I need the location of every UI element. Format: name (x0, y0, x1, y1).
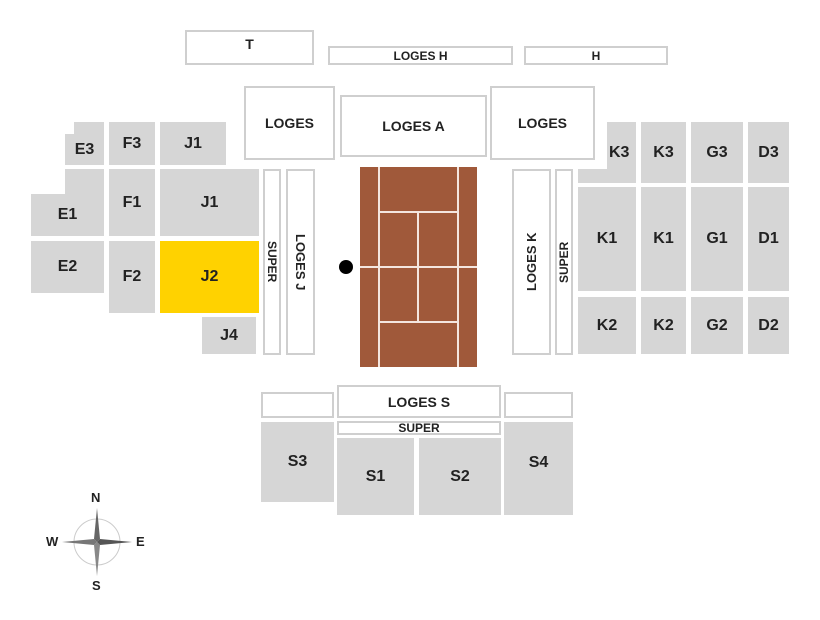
section-f3[interactable]: F3 (109, 122, 155, 165)
section-s3[interactable]: S3 (261, 422, 334, 502)
section-t[interactable]: T (185, 30, 314, 65)
compass-s: S (92, 578, 101, 593)
section-d2[interactable]: D2 (748, 297, 789, 354)
section-f2[interactable]: F2 (109, 241, 155, 313)
section-j1[interactable]: J1 (160, 169, 259, 236)
section-k3a[interactable]: K3 (607, 122, 636, 183)
section-j2-selected[interactable]: J2 (160, 241, 259, 313)
section-loges-k[interactable]: LOGES K (512, 169, 551, 355)
section-loges-right[interactable]: LOGES (490, 86, 595, 160)
section-d1[interactable]: D1 (748, 187, 789, 291)
section-f1[interactable]: F1 (109, 169, 155, 236)
section-d3[interactable]: D3 (748, 122, 789, 183)
section-south-west-blank[interactable] (261, 392, 334, 418)
section-e3-notch[interactable] (74, 122, 104, 134)
section-super-west[interactable]: SUPER (263, 169, 281, 355)
compass-e: E (136, 534, 145, 549)
section-g3[interactable]: G3 (691, 122, 743, 183)
section-south-east-blank[interactable] (504, 392, 573, 418)
section-loges-s[interactable]: LOGES S (337, 385, 501, 418)
section-e3[interactable]: E3 (65, 134, 104, 165)
umpire-chair-dot (339, 260, 353, 274)
section-loges-j[interactable]: LOGES J (286, 169, 315, 355)
section-k3b[interactable]: K3 (641, 122, 686, 183)
compass-star-icon (62, 508, 132, 576)
section-super-south[interactable]: SUPER (337, 421, 501, 435)
section-k1b[interactable]: K1 (641, 187, 686, 291)
section-j4[interactable]: J4 (202, 317, 256, 354)
section-super-east[interactable]: SUPER (555, 169, 573, 355)
section-j1-top[interactable]: J1 (160, 122, 226, 165)
section-g1[interactable]: G1 (691, 187, 743, 291)
section-k1a[interactable]: K1 (578, 187, 636, 291)
compass-n: N (91, 490, 101, 505)
section-h[interactable]: H (524, 46, 668, 65)
section-loges-a[interactable]: LOGES A (340, 95, 487, 157)
compass-w: W (46, 534, 59, 549)
section-e2[interactable]: E2 (31, 241, 104, 293)
compass-rose: N S W E (40, 488, 150, 598)
section-g2[interactable]: G2 (691, 297, 743, 354)
section-k2a[interactable]: K2 (578, 297, 636, 354)
section-k2b[interactable]: K2 (641, 297, 686, 354)
section-loges-h[interactable]: LOGES H (328, 46, 513, 65)
section-s2[interactable]: S2 (419, 438, 501, 515)
section-s4[interactable]: S4 (504, 422, 573, 515)
tennis-court (360, 167, 477, 367)
section-s1[interactable]: S1 (337, 438, 414, 515)
section-loges-left[interactable]: LOGES (244, 86, 335, 160)
section-e1[interactable]: E1 (31, 194, 104, 236)
section-e1-notch[interactable] (65, 169, 104, 195)
